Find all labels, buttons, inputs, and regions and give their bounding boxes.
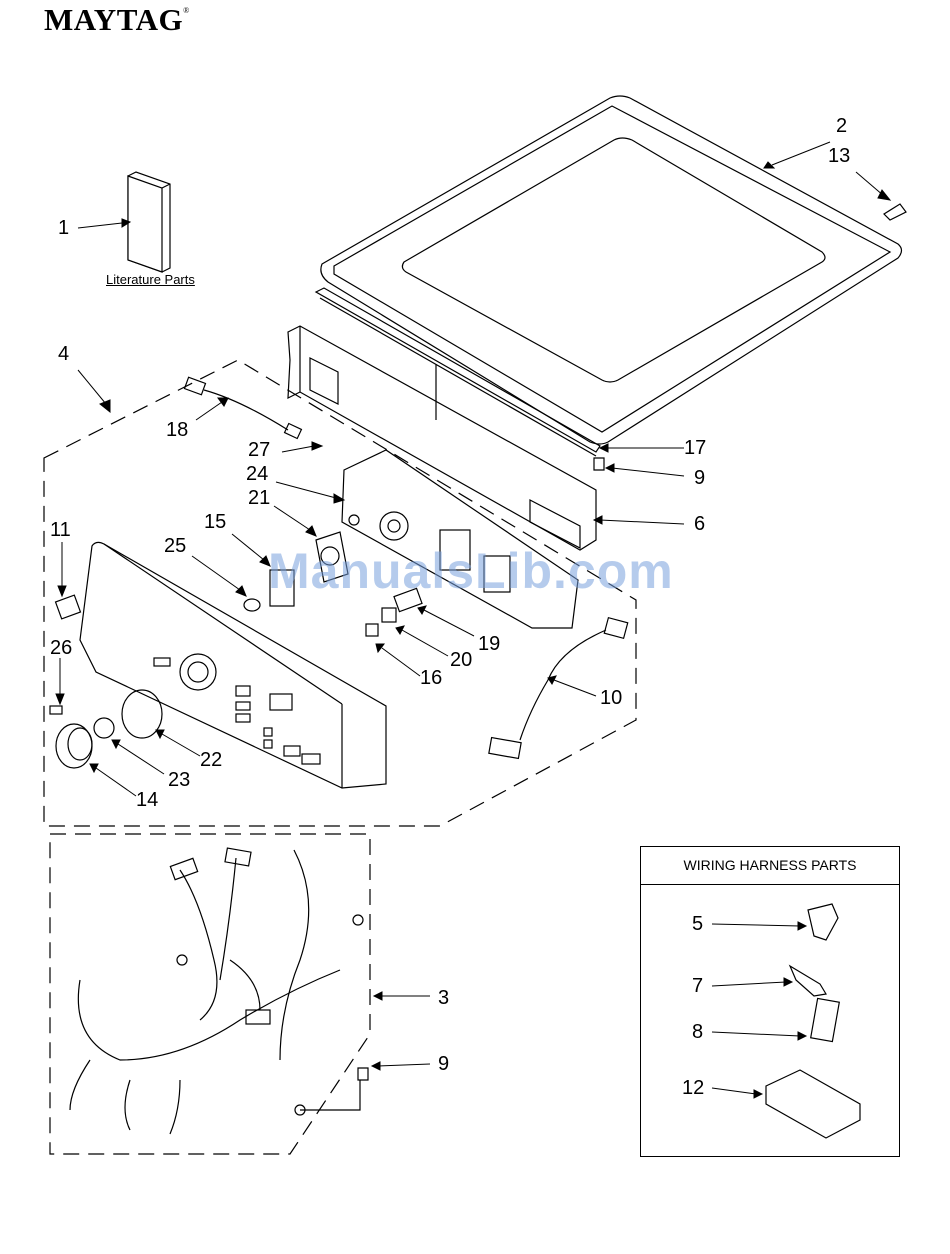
callout-22: 22 — [200, 750, 222, 770]
literature-book-part — [128, 172, 170, 272]
control-board-part — [342, 450, 578, 628]
callout-13: 13 — [828, 146, 850, 166]
callout-23: 23 — [168, 770, 190, 790]
literature-label: Literature Parts — [106, 272, 195, 287]
callout-7: 7 — [692, 976, 703, 996]
callout-21: 21 — [248, 488, 270, 508]
main-harness-outline — [50, 834, 370, 1154]
watermark: ManualsLib.com — [268, 542, 674, 600]
callout-4: 4 — [58, 344, 69, 364]
callout-25: 25 — [164, 536, 186, 556]
wiring-harness-title: WIRING HARNESS PARTS — [641, 847, 899, 885]
callout-3: 3 — [438, 988, 449, 1008]
callout-26: 26 — [50, 638, 72, 658]
callout-5: 5 — [692, 914, 703, 934]
callout-11: 11 — [50, 520, 71, 540]
callout-18: 18 — [166, 420, 188, 440]
wiring-harness-box: WIRING HARNESS PARTS — [640, 846, 900, 1157]
callout-19: 19 — [478, 634, 500, 654]
callout-16: 16 — [420, 668, 442, 688]
callout-1: 1 — [58, 218, 69, 238]
callout-24: 24 — [246, 464, 268, 484]
callout-14: 14 — [136, 790, 158, 810]
callout-9-top: 9 — [694, 468, 705, 488]
callout-2: 2 — [836, 116, 847, 136]
main-harness-part — [70, 848, 363, 1134]
callout-20: 20 — [450, 650, 472, 670]
callout-9-bottom: 9 — [438, 1054, 449, 1074]
callout-15: 15 — [204, 512, 226, 532]
wire-connector-part — [184, 377, 301, 438]
callout-27: 27 — [248, 440, 270, 460]
callout-6: 6 — [694, 514, 705, 534]
callout-17: 17 — [684, 438, 706, 458]
callout-8: 8 — [692, 1022, 703, 1042]
knob-parts — [50, 690, 162, 768]
callout-10: 10 — [600, 688, 622, 708]
callout-12: 12 — [682, 1078, 704, 1098]
